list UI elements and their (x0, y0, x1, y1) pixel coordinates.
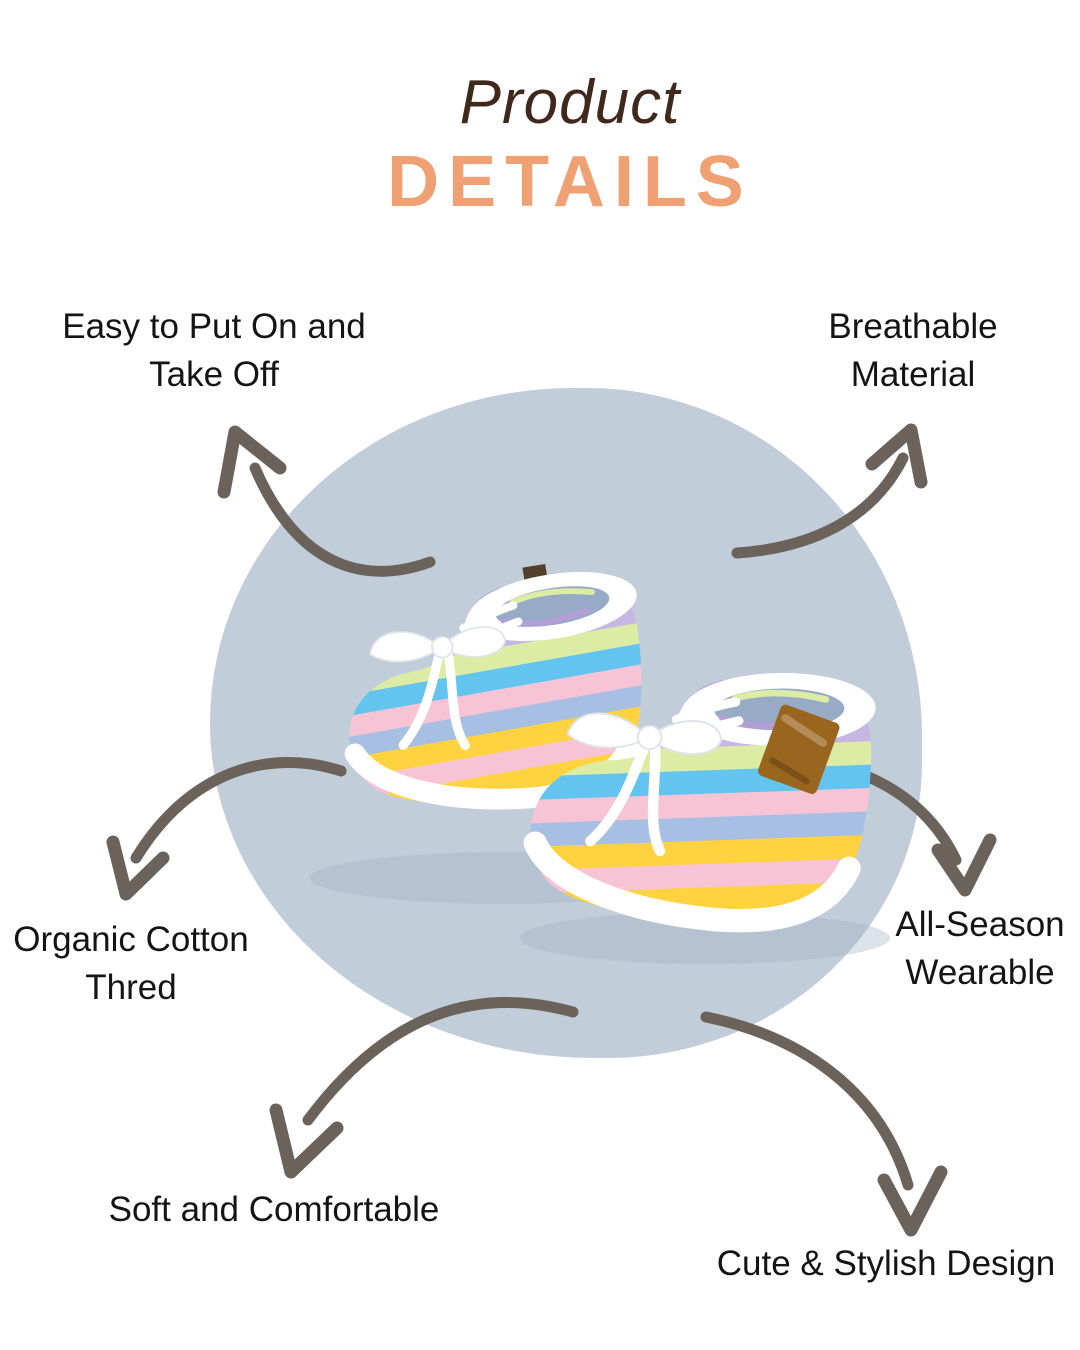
feature-organic-cotton: Organic Cotton Thred (13, 916, 248, 1012)
title-word-details: DETAILS (387, 142, 753, 222)
feature-line: All-Season (895, 905, 1065, 944)
feature-line: Soft and Comfortable (108, 1190, 440, 1229)
feature-soft-comfortable: Soft and Comfortable (109, 1186, 440, 1234)
feature-line: Breathable (828, 307, 998, 346)
feature-line: Cute & Stylish Design (716, 1244, 1056, 1283)
feature-line: Thred (85, 968, 177, 1007)
feature-line: Easy to Put On and (62, 307, 366, 346)
leather-tag (757, 704, 840, 794)
arrow-to-cute-stylish (700, 1011, 948, 1237)
feature-breathable: Breathable Material (828, 303, 997, 399)
feature-cute-stylish: Cute & Stylish Design (717, 1240, 1055, 1288)
arrow-to-soft-comfortable (269, 997, 579, 1179)
feature-all-season: All-Season Wearable (895, 901, 1064, 997)
feature-line: Organic Cotton (13, 920, 249, 959)
feature-easy-on-off: Easy to Put On and Take Off (62, 303, 366, 399)
bootie-front (417, 590, 1005, 998)
feature-line: Wearable (905, 953, 1055, 992)
feature-line: Material (850, 355, 976, 394)
arrow-to-breathable (731, 423, 928, 559)
page-title: Product DETAILS (387, 68, 753, 222)
product-photo-crochet-booties (252, 525, 1004, 998)
arrow-to-organic-cotton (106, 757, 347, 901)
title-word-product: Product (459, 68, 681, 137)
arrow-to-easy-on-off (217, 425, 436, 577)
bootie-rear (252, 525, 753, 853)
feature-line: Take Off (149, 355, 279, 394)
